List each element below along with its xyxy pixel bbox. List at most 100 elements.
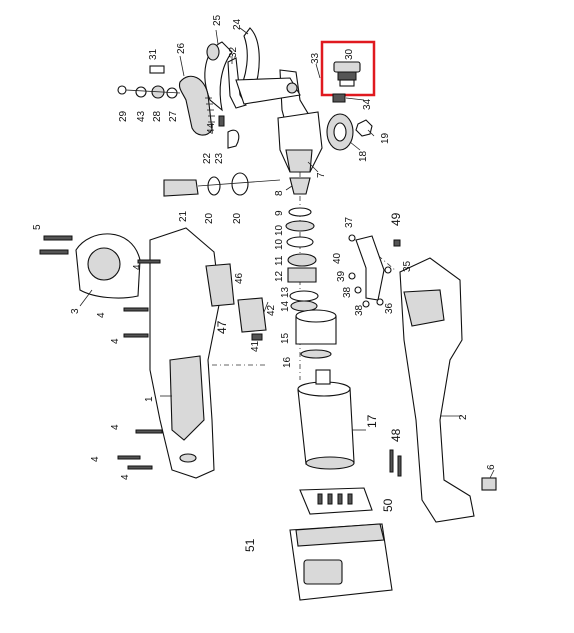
callout-1: 1 [144,396,155,402]
motor-shaft-part-21 [163,179,199,197]
screw-part-4d [135,429,163,434]
callout-15: 15 [280,332,291,344]
battery-top-51 [295,523,385,547]
contact-plate-part-50 [299,487,373,515]
pin-part-49 [393,239,401,247]
callout-48: 48 [389,428,403,442]
callout-24: 24 [232,18,243,30]
callout-38-b: 38 [354,304,365,316]
housing-window-2 [403,289,445,327]
callout-35: 35 [402,260,413,272]
screw-part-4e [117,455,141,460]
callout-4-d: 4 [110,424,121,430]
clip-part-22 [227,129,240,149]
screw-part-4b [123,307,149,312]
pin-part-40 [348,234,356,242]
board-part-42 [237,297,267,333]
shaft-axis [197,179,281,187]
callout-31: 31 [148,48,159,60]
ring-part-10a [285,220,315,232]
callout-49: 49 [389,212,403,226]
ring-part-10b [286,236,314,248]
contact-pins-50 [317,493,353,505]
pin-part-44 [218,115,225,127]
callout-5: 5 [32,224,43,230]
callout-16: 16 [282,356,293,368]
motor-shaft-17 [315,369,331,385]
callout-10-b: 10 [274,238,285,250]
callout-7: 7 [316,172,327,178]
callout-23: 23 [214,152,225,164]
connector-part-41 [251,333,263,341]
callout-2: 2 [458,414,469,420]
callout-20-b: 20 [232,212,243,224]
highlight-box-part-30 [320,40,376,97]
callout-21: 21 [178,210,189,222]
gear-part-12 [287,267,317,283]
nut-part-34 [332,93,346,103]
motor-part-17 [297,387,355,465]
ring-part-14 [290,300,318,312]
cylinder-top-15 [295,309,337,323]
gear-teeth-26 [205,97,215,123]
callout-18: 18 [358,150,369,162]
callout-30: 30 [344,48,355,60]
ring-part-16 [300,349,332,359]
callout-4-e: 4 [90,456,101,462]
pivot-hole [286,82,298,94]
callout-50: 50 [381,498,395,512]
callout-4-f: 4 [120,474,131,480]
washer-axis [125,89,181,94]
cap-part-6 [481,477,497,491]
callout-20-a: 20 [204,212,215,224]
callout-4-c: 4 [110,338,121,344]
callout-34: 34 [362,98,373,110]
callout-36: 36 [384,302,395,314]
callout-46: 46 [234,272,245,284]
callout-28: 28 [152,110,163,122]
callout-labels: 1 2 3 4 4 4 4 4 4 5 6 7 8 9 10 10 11 12 … [32,14,497,552]
callout-33: 33 [310,52,321,64]
leader-lines [79,27,495,479]
pin-part-36 [376,298,384,306]
ring-part-11 [287,253,317,267]
linkage-plate [235,77,301,105]
callout-9: 9 [274,210,285,216]
bearing-part-20b [231,172,249,196]
bearing-part-20a [207,176,221,196]
pin-part-31 [149,65,165,74]
ring-part-13 [289,290,319,302]
pin-part-39 [348,272,356,280]
callout-8: 8 [274,190,285,196]
callout-12: 12 [274,270,285,282]
callout-26: 26 [176,42,187,54]
callout-39: 39 [336,270,347,282]
screw-part-4f [127,465,153,470]
pin-part-38a [354,286,362,294]
washer-part-43 [135,86,147,98]
head-housing-ring [285,149,313,173]
callout-27: 27 [168,110,179,122]
screw-part-48b [397,455,402,477]
screw-part-4a [137,259,161,264]
gear-part-8 [289,177,311,195]
screw-part-4c [123,333,149,338]
callout-4-b: 4 [96,312,107,318]
callout-14: 14 [280,300,291,312]
callout-44: 44 [206,122,217,134]
gear-hub-18 [333,122,347,142]
callout-10-a: 10 [274,224,285,236]
callout-17: 17 [365,414,379,428]
washer-part-29 [117,85,127,95]
screw-part-48a [389,449,394,473]
callout-29: 29 [118,110,129,122]
callout-11: 11 [274,255,285,266]
pin-part-38b [362,300,370,308]
callout-37: 37 [344,216,355,228]
battery-indicator-51 [303,559,343,585]
grip-panel-1 [169,355,205,441]
callout-6: 6 [486,464,497,470]
pin-part-35 [384,266,392,274]
screw-part-5b [39,249,69,255]
